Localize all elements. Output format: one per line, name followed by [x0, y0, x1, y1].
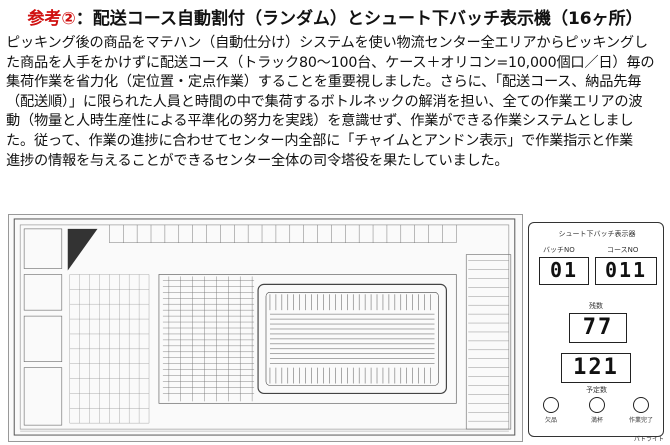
planned-readout: 121	[561, 353, 631, 383]
body-line: ピッキング後の商品をマテハン（自動仕分け）システムを使い物流センター全エリアから…	[6, 35, 648, 51]
body-line: 進捗の情報を与えることができるセンター全体の司令塔役を果たしていました。	[6, 152, 509, 169]
display-title: シュート下バッチ表示器	[558, 230, 636, 238]
full-lamp-icon	[589, 397, 605, 413]
full-lamp-label: 満杯	[590, 417, 603, 424]
batch-no-label: バッチNO	[543, 246, 575, 254]
figure-area: シュート下バッチ表示器 バッチNO コースNO 01 011 残数 77 121…	[0, 208, 670, 445]
body-line: 動（物量と人時生産性による平準化の努力を実践）を意識せず、作業ができる作業システ…	[6, 113, 634, 130]
complete-lamp-icon	[633, 397, 649, 413]
shortage-lamp-label: 欠品	[544, 417, 557, 424]
shortage-lamp-icon	[543, 397, 559, 413]
complete-lamp-label: 作業完了	[629, 417, 654, 424]
course-no-readout: 011	[595, 257, 657, 285]
floor-plan-drawing	[13, 218, 516, 436]
warehouse-floor-plan	[8, 214, 523, 442]
batch-no-readout: 01	[539, 257, 589, 285]
remaining-readout: 77	[569, 313, 627, 343]
page-title: 参考②：配送コース自動割付（ランダム）とシュート下バッチ表示機（16ヶ所）	[0, 4, 670, 32]
patlite-note: パトライト	[633, 436, 664, 443]
body-line: た。従って、作業の進捗に合わせてセンター内全部に「チャイムとアンドン表示」で作業…	[6, 132, 634, 149]
body-line: た商品を人手をかけずに配送コース（トラック80～100台、ケース＋オリコン=10…	[6, 54, 655, 71]
reference-label: 参考②	[27, 9, 76, 29]
body-line: 集荷作業を省力化（定位置・定点作業）することを重要視しました。さらに、「配送コー…	[6, 74, 642, 91]
chute-batch-display: シュート下バッチ表示器 バッチNO コースNO 01 011 残数 77 121…	[528, 222, 664, 437]
remaining-label: 残数	[589, 302, 603, 310]
body-paragraph: ピッキング後の商品をマテハン（自動仕分け）システムを使い物流センター全エリアから…	[6, 34, 666, 171]
planned-label: 予定数	[586, 386, 607, 394]
body-line: （配送順）」に限られた人員と時間の中で集荷するボトルネックの解消を担い、全ての作…	[6, 93, 643, 110]
title-text: ：配送コース自動割付（ランダム）とシュート下バッチ表示機（16ヶ所）	[75, 9, 643, 29]
course-no-label: コースNO	[607, 246, 639, 254]
